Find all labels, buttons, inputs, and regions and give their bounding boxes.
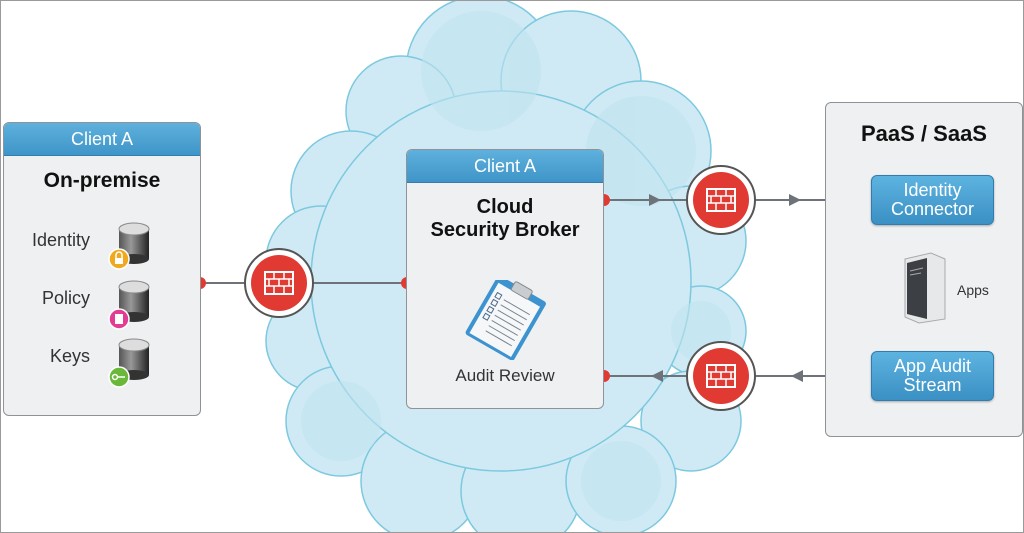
box-label-line2: Stream [903,375,962,395]
panel-title-line1: Cloud [476,196,534,218]
store-label: Identity [31,230,90,250]
panel-header: Client A [4,123,200,156]
arrow-right-icon [649,194,661,206]
store-label: Policy [41,288,90,308]
cloud-shading [301,11,731,521]
arrow-left-icon [651,370,663,382]
box-label-line1: Identity [903,180,962,200]
apps-label: Apps [957,282,989,298]
panel-title: PaaS / SaaS [861,121,987,146]
on-premise-panel: Client A On-premise Identity Policy Keys [3,122,201,416]
panel-title-line2: Security Broker [430,219,580,241]
identity-connector-box: Identity Connector [871,175,994,225]
store-label: Keys [49,346,90,366]
app-audit-stream-box: App Audit Stream [871,351,994,401]
security-broker-panel: Client A Cloud Security Broker Audit Rev… [406,149,604,409]
panel-title: On-premise [43,169,161,192]
panel-header: Client A [407,150,603,183]
audit-review-label: Audit Review [455,366,555,385]
clipboard-icon [465,280,546,360]
box-label-line2: Connector [890,199,975,219]
box-label-line1: App Audit [893,356,972,376]
arrow-right-icon [789,194,801,206]
arrow-left-icon [791,370,803,382]
